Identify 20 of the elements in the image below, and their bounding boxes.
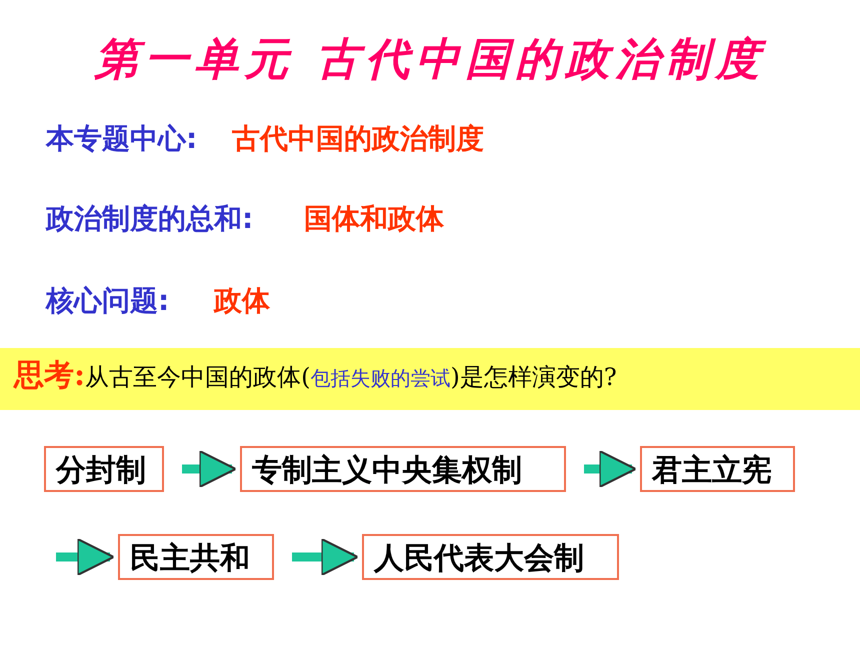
question-note: 包括失败的尝试: [310, 366, 450, 390]
process-box: 民主共和: [118, 534, 274, 580]
process-box: 君主立宪: [640, 446, 795, 492]
heading-label: 政治制度的总和:: [46, 201, 254, 237]
question-text: 从古至今中国的政体(: [85, 363, 310, 391]
heading-label: 核心问题:: [46, 283, 170, 319]
question-text: )是怎样演变的?: [450, 363, 617, 391]
arrow: [584, 450, 637, 488]
heading-label: 本专题中心:: [46, 121, 198, 157]
process-box: 分封制: [44, 446, 164, 492]
slide-title: 第一单元 古代中国的政治制度: [93, 33, 768, 87]
arrow: [56, 538, 115, 576]
topic-text: 政体: [214, 283, 270, 319]
arrow: [292, 538, 359, 576]
process-box: 人民代表大会制: [362, 534, 619, 580]
question-label: 思考:: [14, 358, 86, 393]
process-box: 专制主义中央集权制: [240, 446, 566, 492]
topic-text: 国体和政体: [304, 201, 444, 237]
arrow: [182, 450, 237, 488]
topic-text: 古代中国的政治制度: [232, 121, 484, 157]
